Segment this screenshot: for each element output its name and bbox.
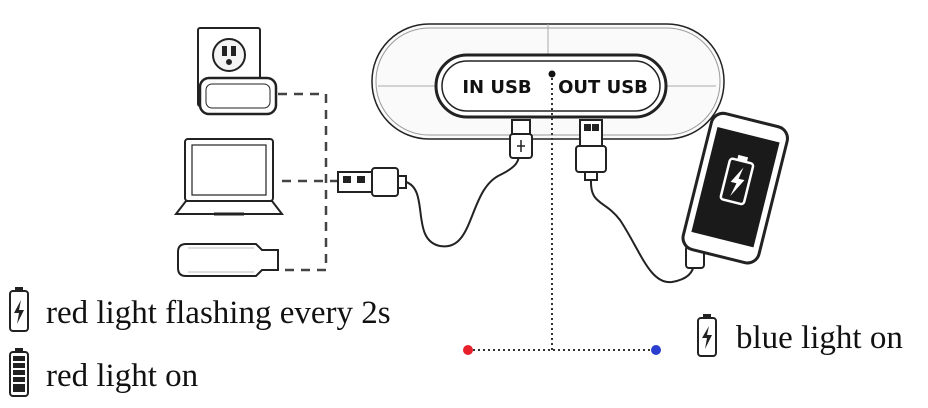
laptop-icon	[173, 138, 285, 216]
power-bank	[371, 23, 725, 140]
port-out-label: OUT USB	[558, 77, 648, 98]
input-cable	[405, 151, 521, 248]
red-indicator-dot	[463, 345, 473, 355]
port-in-label: IN USB	[462, 77, 531, 98]
micro-usb-plug-icon	[509, 119, 533, 159]
blue-indicator-dot	[651, 345, 661, 355]
output-usb-plug	[575, 119, 607, 181]
legend-blue-label: blue light on	[736, 320, 903, 356]
battery-blue-icon	[697, 314, 717, 357]
battery-charging-icon	[719, 154, 755, 206]
battery-full-icon	[9, 348, 29, 397]
legend-solid-label: red light on	[46, 358, 199, 394]
wall-outlet-icon	[197, 27, 278, 116]
lightning-icon	[730, 167, 745, 197]
usb-plug-icon	[337, 167, 407, 197]
source-connector-lines	[278, 92, 340, 272]
indicator-leader-line	[468, 70, 656, 351]
smartphone-icon	[681, 111, 789, 265]
car-charger-icon	[177, 243, 279, 277]
output-cable	[589, 179, 695, 284]
battery-flashing-icon	[9, 287, 29, 332]
legend-flashing-label: red light flashing every 2s	[46, 295, 391, 331]
